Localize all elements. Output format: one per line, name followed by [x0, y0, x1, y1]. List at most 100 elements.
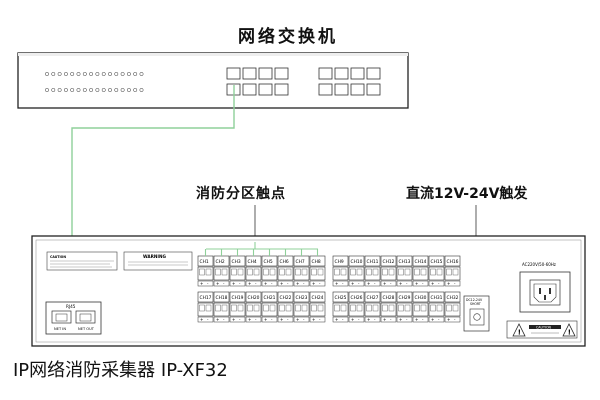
switch-port[interactable]: [334, 83, 349, 96]
channel-terminal[interactable]: CH4+-: [245, 255, 262, 287]
svg-text:-: -: [438, 317, 440, 322]
channel-terminal[interactable]: CH28+-: [380, 291, 397, 323]
zones-label: 消防分区触点: [196, 186, 286, 202]
switch-led-icon: [126, 72, 131, 76]
channel-terminal[interactable]: CH6+-: [277, 255, 294, 287]
switch-port[interactable]: [366, 67, 381, 80]
switch-led-icon: [108, 72, 112, 76]
channel-terminal[interactable]: CH31+-: [428, 291, 445, 323]
channel-terminal[interactable]: CH7+-: [293, 255, 310, 287]
switch-led-icon: [63, 72, 68, 76]
switch-led-icon: [139, 88, 144, 92]
channel-label: CH7: [296, 259, 305, 265]
switch-port[interactable]: [226, 67, 241, 80]
switch-led-icon: [51, 88, 56, 92]
svg-text:-: -: [239, 281, 241, 286]
power-label: AC220V/50-60Hz: [522, 262, 556, 267]
switch-led-icon: [57, 88, 62, 92]
channel-terminal[interactable]: CH12+-: [380, 255, 397, 287]
trigger-port[interactable]: DC12-24V SHORT: [463, 295, 490, 332]
switch-port[interactable]: [274, 83, 289, 96]
switch-port[interactable]: [318, 83, 333, 96]
channel-terminal[interactable]: CH10+-: [348, 255, 365, 287]
channel-label: CH12: [383, 259, 395, 265]
svg-text:+: +: [447, 317, 450, 322]
switch-port[interactable]: [318, 67, 333, 80]
switch-port[interactable]: [242, 67, 257, 80]
channel-terminal[interactable]: CH17+-: [197, 291, 214, 323]
svg-text:+: +: [351, 281, 354, 286]
channel-terminal[interactable]: CH9+-: [332, 255, 349, 287]
warning-text: WARNING: [143, 254, 166, 259]
rj45-port[interactable]: RJ45 NET IN NET OUT: [45, 301, 102, 335]
switch-port[interactable]: [258, 67, 273, 80]
switch-led-icon: [114, 72, 119, 76]
channel-terminal[interactable]: CH16+-: [444, 255, 461, 287]
channel-terminal[interactable]: CH1+-: [197, 255, 214, 287]
channel-terminal[interactable]: CH26+-: [348, 291, 365, 323]
svg-text:-: -: [454, 317, 456, 322]
network-cable: [71, 85, 235, 302]
network-switch: [17, 52, 409, 109]
warning-triangle-icon: [562, 323, 576, 337]
channel-terminal[interactable]: CH5+-: [261, 255, 278, 287]
switch-port[interactable]: [350, 67, 365, 80]
channel-terminal[interactable]: CH20+-: [245, 291, 262, 323]
power-inlet[interactable]: AC220V/50-60Hz: [519, 262, 571, 313]
switch-led-icon: [89, 88, 94, 92]
switch-port[interactable]: [350, 83, 365, 96]
channel-terminal[interactable]: CH15+-: [428, 255, 445, 287]
svg-text:-: -: [319, 281, 321, 286]
channel-terminal[interactable]: CH24+-: [309, 291, 326, 323]
channel-terminal[interactable]: CH11+-: [364, 255, 381, 287]
switch-port[interactable]: [274, 67, 289, 80]
switch-port[interactable]: [242, 83, 257, 96]
svg-text:+: +: [415, 317, 418, 322]
switch-title: 网络交换机: [238, 27, 338, 47]
switch-port[interactable]: [258, 83, 273, 96]
svg-text:+: +: [335, 317, 338, 322]
switch-led-icon: [95, 72, 100, 76]
switch-port[interactable]: [334, 67, 349, 80]
svg-text:-: -: [374, 317, 376, 322]
channel-terminal[interactable]: CH14+-: [412, 255, 429, 287]
switch-led-icon: [120, 72, 125, 76]
channel-terminal[interactable]: CH2+-: [213, 255, 230, 287]
svg-text:+: +: [280, 317, 283, 322]
channel-terminal[interactable]: CH18+-: [213, 291, 230, 323]
channel-terminal[interactable]: CH30+-: [412, 291, 429, 323]
channel-terminal[interactable]: CH13+-: [396, 255, 413, 287]
svg-text:-: -: [207, 317, 209, 322]
svg-text:-: -: [422, 281, 424, 286]
channel-label: CH13: [399, 259, 411, 265]
channel-terminal[interactable]: CH21+-: [261, 291, 278, 323]
net-in-label: NET IN: [54, 327, 66, 331]
svg-text:+: +: [280, 281, 283, 286]
channel-label: CH19: [232, 295, 244, 301]
svg-text:+: +: [312, 281, 315, 286]
svg-text:-: -: [342, 317, 344, 322]
channel-terminal[interactable]: CH8+-: [309, 255, 326, 287]
channel-label: CH16: [447, 259, 459, 265]
channel-label: CH22: [280, 295, 292, 301]
channel-terminal[interactable]: CH25+-: [332, 291, 349, 323]
caution-strip: ! CAUTION !: [506, 320, 578, 339]
channel-terminal[interactable]: CH3+-: [229, 255, 246, 287]
channel-terminal[interactable]: CH19+-: [229, 291, 246, 323]
channel-label: CH26: [351, 295, 363, 301]
switch-led-icon: [101, 72, 106, 76]
channel-terminal[interactable]: CH29+-: [396, 291, 413, 323]
switch-led-icon: [120, 88, 125, 92]
channel-terminal[interactable]: CH27+-: [364, 291, 381, 323]
svg-text:+: +: [296, 317, 299, 322]
switch-port[interactable]: [366, 83, 381, 96]
channel-terminal[interactable]: CH22+-: [277, 291, 294, 323]
svg-text:+: +: [232, 281, 235, 286]
channel-terminal[interactable]: CH32 +-: [444, 291, 461, 323]
channel-terminal[interactable]: CH23+-: [293, 291, 310, 323]
svg-text:+: +: [296, 281, 299, 286]
svg-text:+: +: [447, 281, 450, 286]
svg-text:-: -: [255, 281, 257, 286]
switch-led-icon: [76, 88, 81, 92]
channel-label: CH32: [447, 295, 459, 301]
